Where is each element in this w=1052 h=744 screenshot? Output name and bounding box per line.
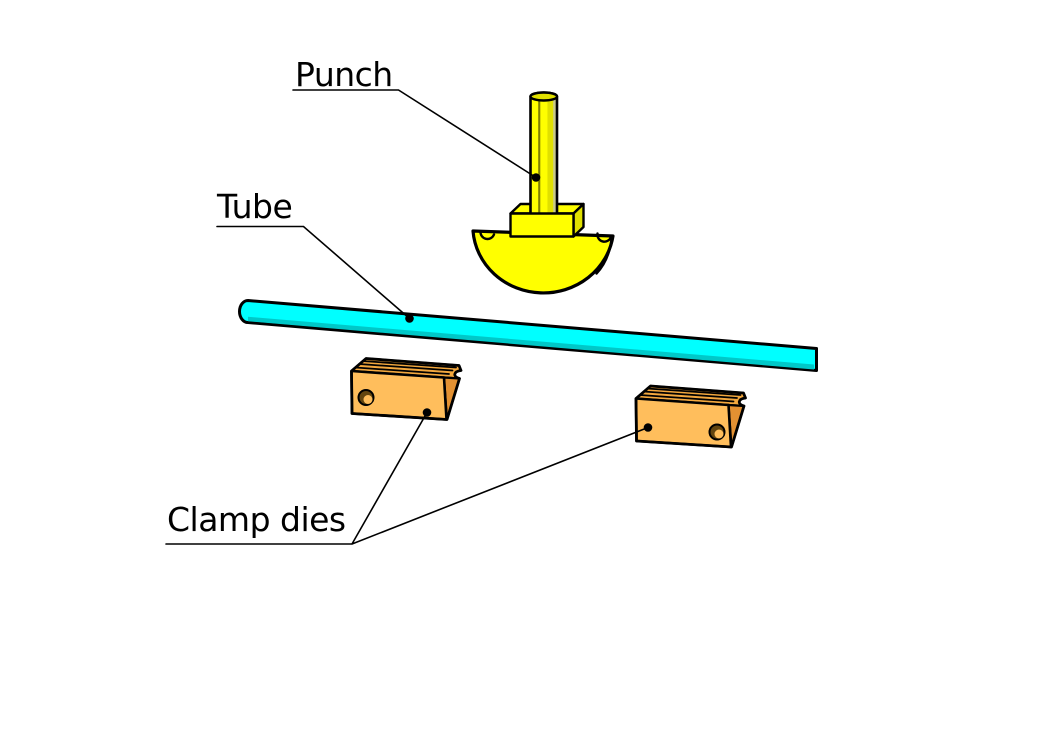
clamp-dies-label: Clamp dies	[167, 500, 346, 539]
clamp-die-left	[350, 357, 463, 421]
punch-die-head	[471, 229, 615, 295]
clamp-die-right-anchor-dot	[643, 423, 653, 432]
punch-head-right-notch	[596, 232, 613, 243]
callout-leaders	[165, 89, 653, 545]
punch-collar-front	[509, 212, 575, 238]
tube-leader-line	[216, 225, 411, 320]
punch-head-left-notch	[479, 230, 496, 241]
punch-label: Punch	[295, 55, 393, 94]
tube-illustration	[238, 299, 818, 372]
punch-shaft	[529, 91, 559, 217]
clamp-dies-illustration	[350, 357, 747, 449]
punch-leader-line	[292, 89, 537, 179]
punch-illustration	[471, 91, 615, 295]
tube-label: Tube	[217, 187, 293, 226]
clamp-die-left-anchor-dot	[422, 408, 432, 417]
tube-bottom-shade	[248, 316, 814, 370]
punch-anchor-dot	[531, 173, 541, 182]
punch-head-groove-arc	[595, 237, 613, 275]
clamp-dies-leader-line	[165, 411, 649, 545]
clamp-die-right	[634, 384, 747, 449]
punch-shaft-top-cap	[529, 91, 559, 102]
tube-anchor-dot	[405, 314, 414, 323]
clamp-die-right-hole-highlight	[714, 429, 724, 439]
clamp-die-left-hole-highlight	[363, 395, 373, 404]
